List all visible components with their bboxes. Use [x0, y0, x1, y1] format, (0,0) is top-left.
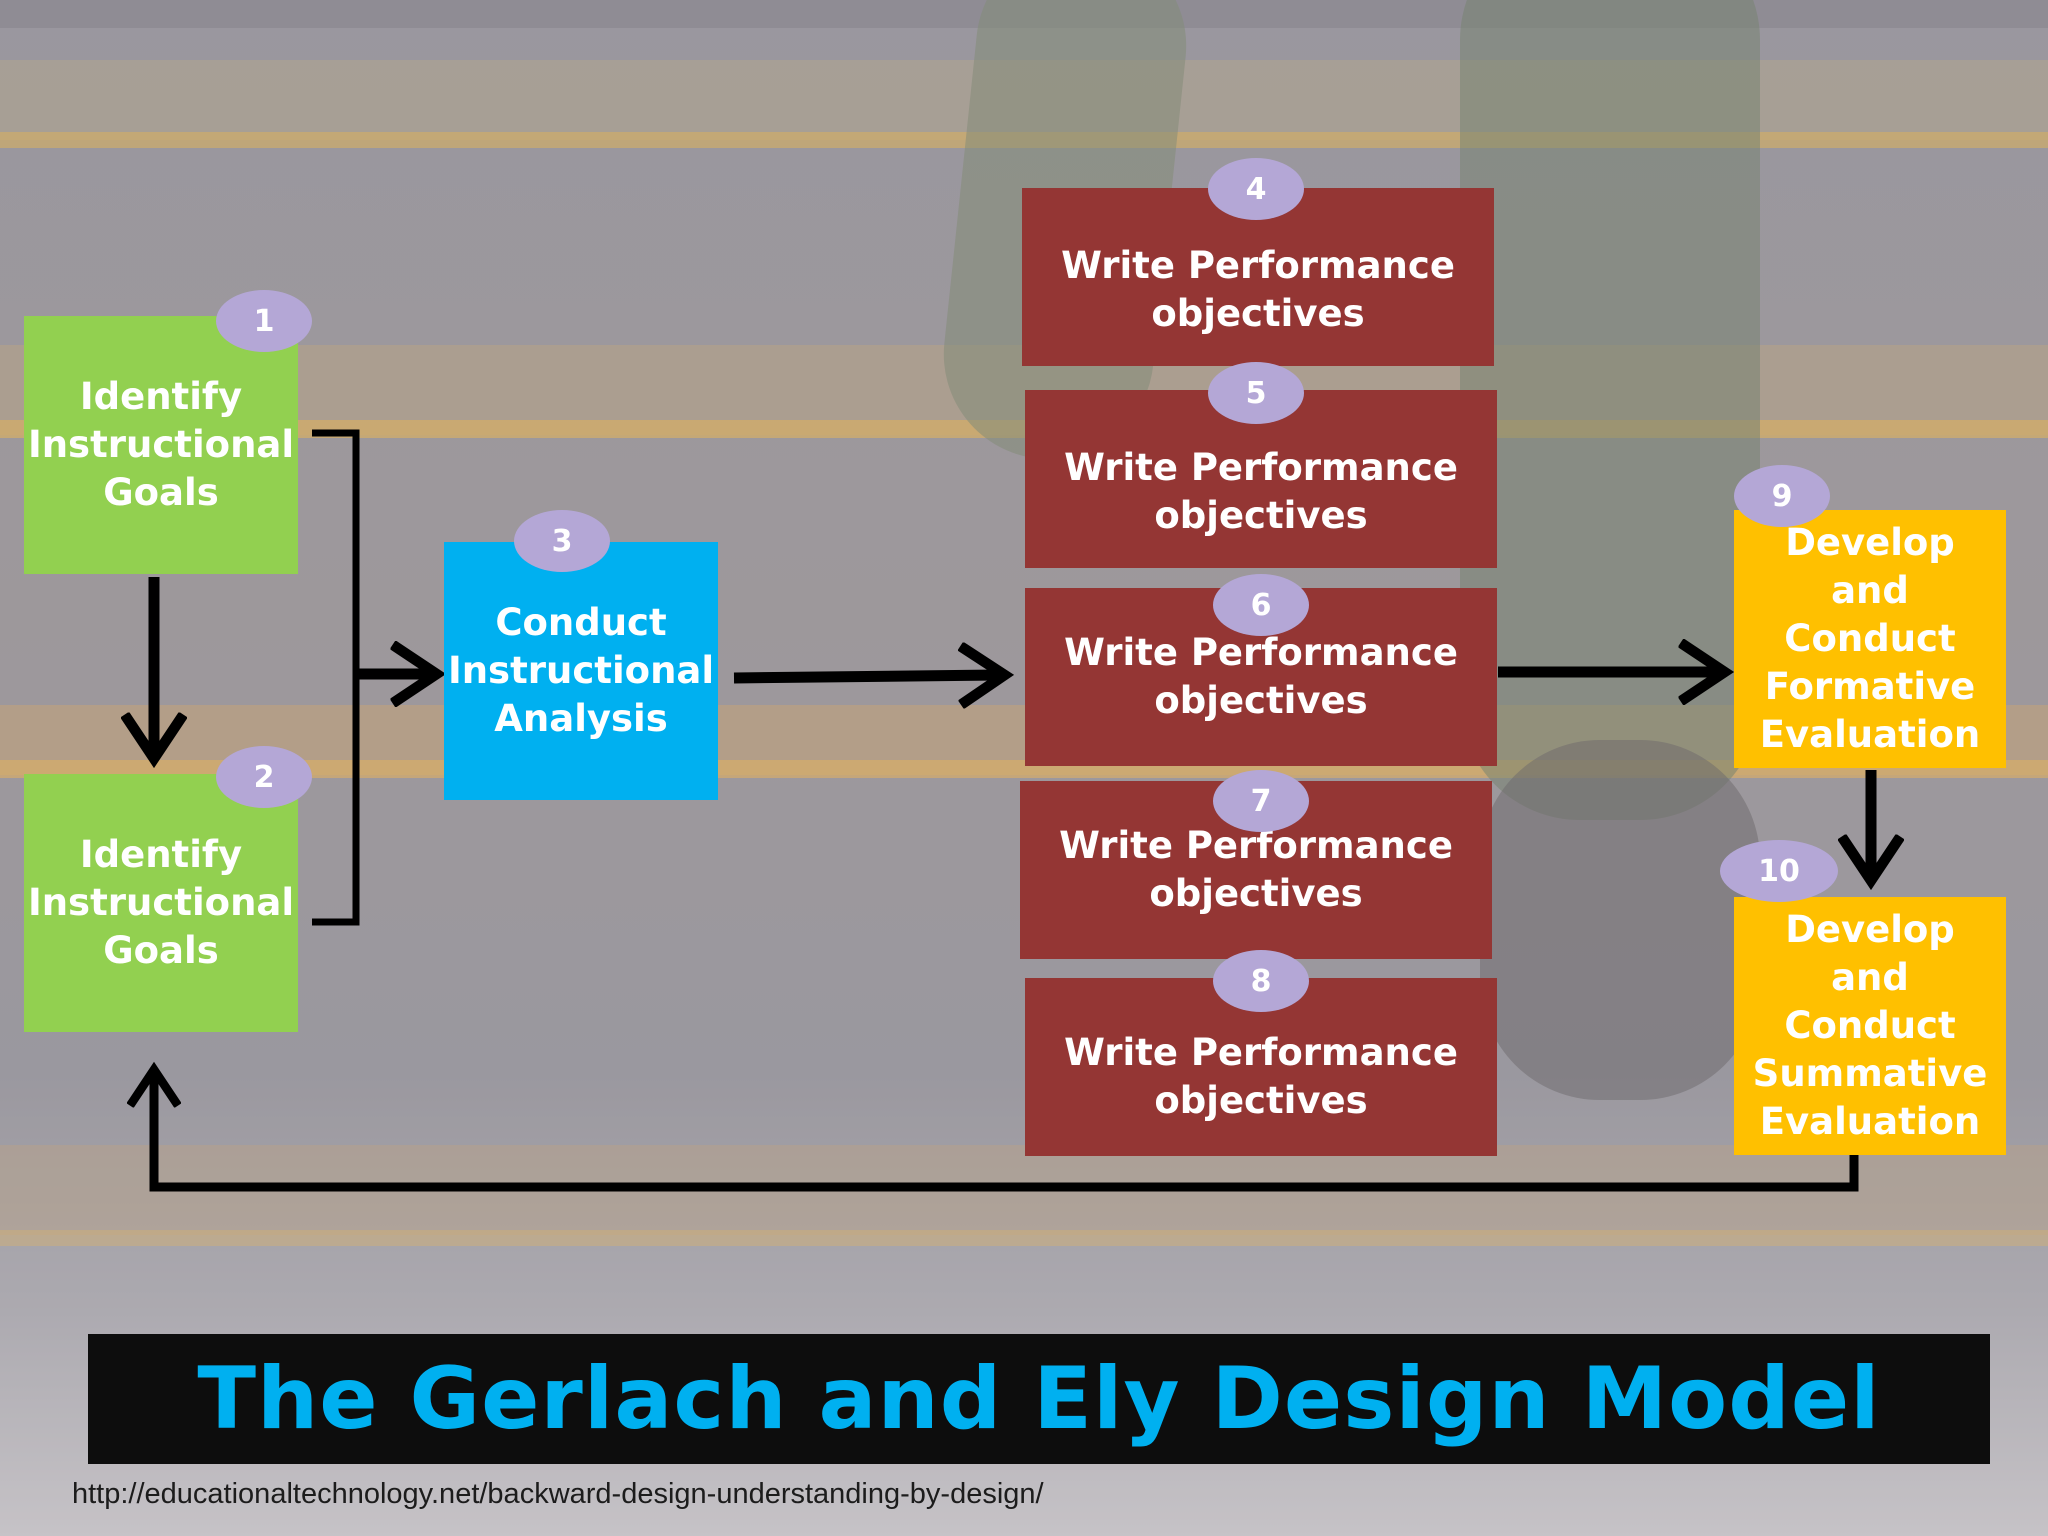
step-7-badge: 7 — [1213, 770, 1309, 832]
diagram-title: The Gerlach and Ely Design Model — [197, 1349, 1881, 1449]
arrow-3-to-objectives — [733, 675, 998, 678]
step-8-badge: 8 — [1213, 950, 1309, 1012]
source-url: http://educationaltechnology.net/backwar… — [72, 1478, 1044, 1510]
feedback-line — [154, 1075, 1859, 1192]
step-3-badge: 3 — [514, 510, 610, 572]
bracket-1-2 — [312, 429, 360, 926]
step-1-badge: 1 — [216, 290, 312, 352]
step-10-badge: 10 — [1720, 840, 1838, 902]
step-4-badge: 4 — [1208, 158, 1304, 220]
step-5-badge: 5 — [1208, 362, 1304, 424]
title-bar: The Gerlach and Ely Design Model — [88, 1334, 1990, 1464]
step-9-badge: 9 — [1734, 465, 1830, 527]
step-2-badge: 2 — [216, 746, 312, 808]
step-6-badge: 6 — [1213, 574, 1309, 636]
